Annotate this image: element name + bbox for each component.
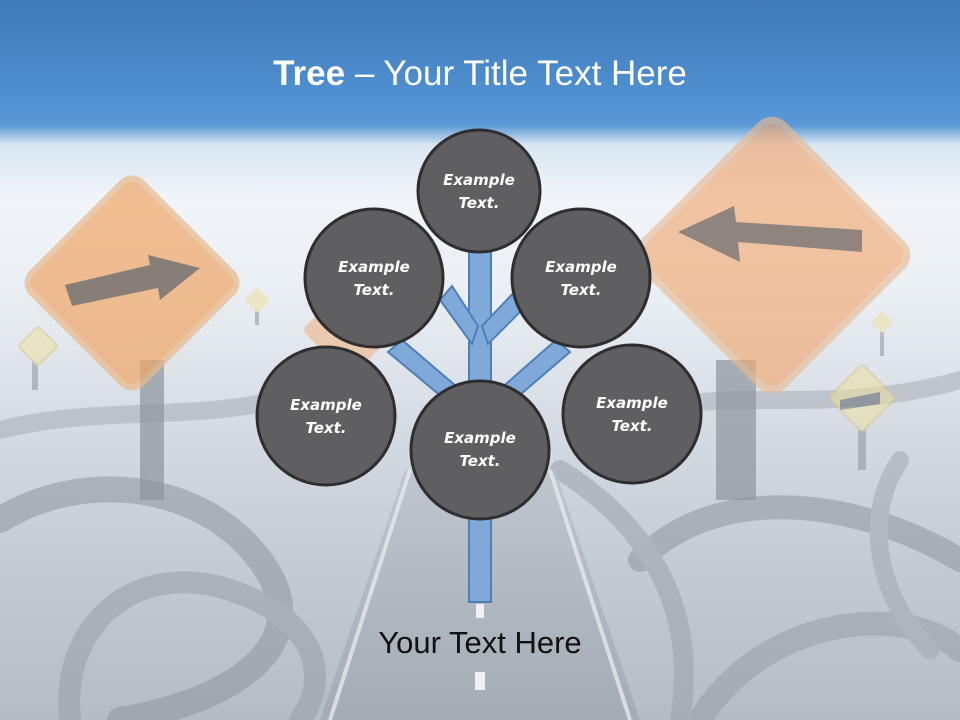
node-lower-right-line2: Text. xyxy=(611,417,652,435)
tree-node-top: Example Text. xyxy=(416,128,542,254)
title-rest: – Your Title Text Here xyxy=(345,54,687,93)
node-center-line1: Example xyxy=(444,429,516,447)
node-lower-left-line2: Text. xyxy=(305,419,346,437)
node-top-line1: Example xyxy=(443,171,515,189)
node-center-line2: Text. xyxy=(459,452,500,470)
tree-node-upper-left: Example Text. xyxy=(303,207,445,349)
node-top-line2: Text. xyxy=(458,194,499,212)
node-lower-right-line1: Example xyxy=(596,394,668,412)
node-upper-right-line1: Example xyxy=(545,258,617,276)
branch-upper-left xyxy=(438,284,480,347)
tree-node-upper-right: Example Text. xyxy=(510,207,652,349)
footer-text: Your Text Here xyxy=(378,625,582,660)
tree-node-lower-left: Example Text. xyxy=(255,345,397,487)
node-upper-left-line1: Example xyxy=(338,258,410,276)
tree-node-lower-right: Example Text. xyxy=(561,343,703,485)
node-upper-right-line2: Text. xyxy=(560,281,601,299)
node-lower-left-line1: Example xyxy=(290,396,362,414)
tree-node-center: Example Text. xyxy=(409,379,551,521)
title-bold-word: Tree xyxy=(273,54,346,93)
node-upper-left-line2: Text. xyxy=(353,281,394,299)
slide-title: Tree – Your Title Text Here xyxy=(0,52,960,96)
